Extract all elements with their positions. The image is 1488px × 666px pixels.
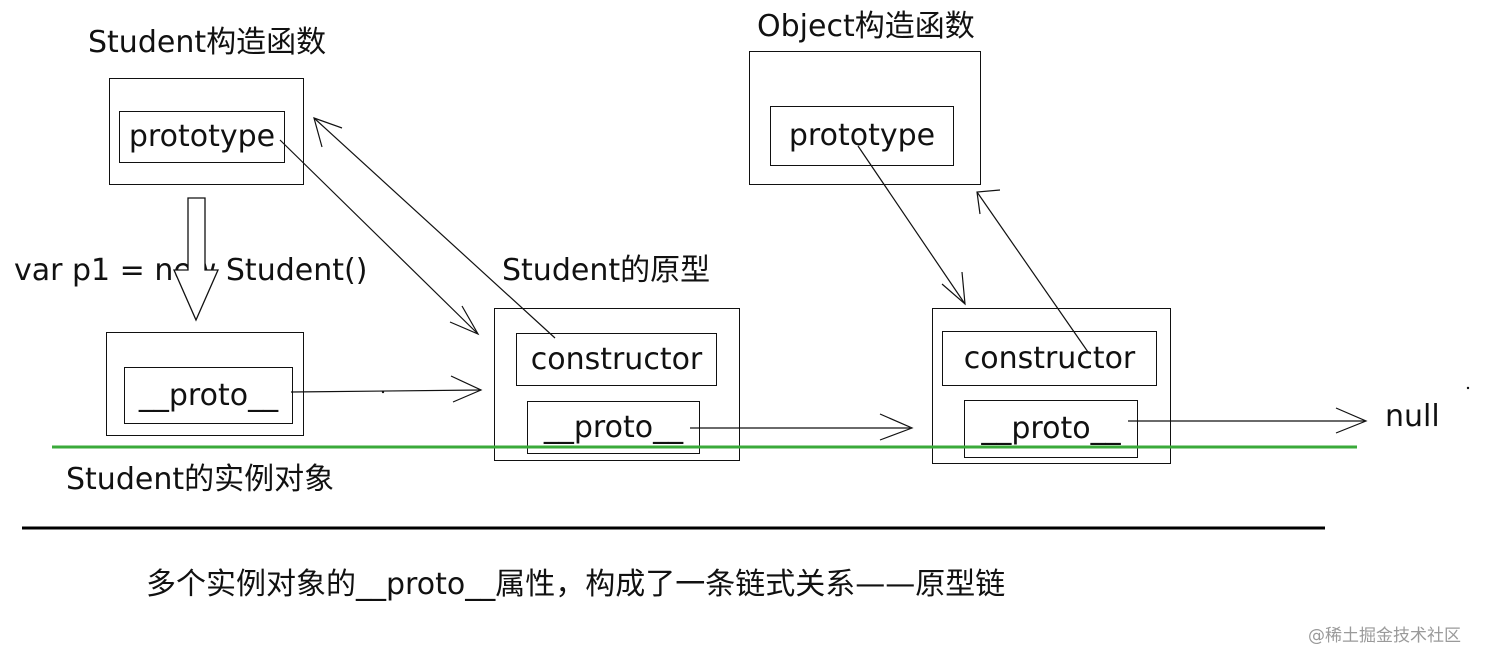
watermark: @稀土掘金技术社区 [1308, 626, 1461, 646]
instance-proto-property: __proto__ [124, 367, 293, 424]
prototype-chain-caption: 多个实例对象的__proto__属性，构成了一条链式关系——原型链 [146, 567, 1006, 602]
student-prototype-object-box [494, 308, 740, 461]
student-instance-title: Student的实例对象 [66, 462, 335, 497]
student-prototype-constructor-property: constructor [516, 333, 717, 386]
object-prototype-property: prototype [770, 106, 954, 166]
student-constructor-box [109, 78, 304, 185]
object-constructor-title: Object构造函数 [757, 9, 975, 44]
stray-dot [1466, 386, 1470, 390]
student-prototype-title: Student的原型 [502, 253, 711, 288]
student-constructor-back-arrow [313, 117, 556, 339]
instance-proto-arrow [290, 375, 483, 403]
student-prototype-proto-property: __proto__ [527, 401, 700, 454]
student-prototype-property: prototype [119, 111, 285, 163]
student-constructor-title: Student构造函数 [88, 25, 327, 60]
stray-dot [381, 390, 385, 394]
object-prototype-constructor-property: constructor [942, 331, 1157, 386]
object-prototype-proto-property: __proto__ [964, 400, 1138, 458]
null-label: null [1385, 399, 1440, 434]
student-instance-box [106, 332, 304, 436]
new-expression-label: var p1 = new Student() [14, 253, 368, 288]
student-prototype-link-arrow [279, 139, 480, 336]
